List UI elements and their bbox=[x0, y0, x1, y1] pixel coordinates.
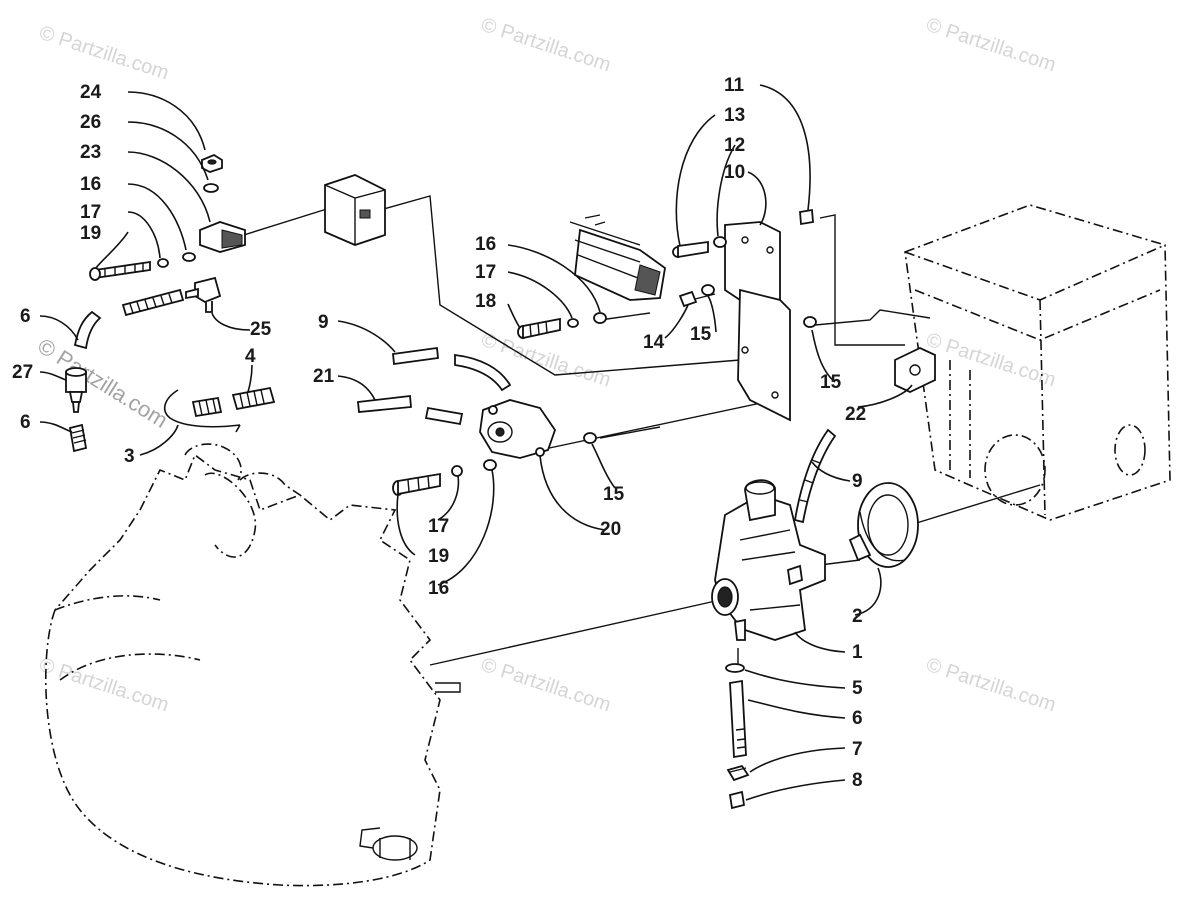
callout-7: 7 bbox=[852, 739, 863, 760]
callout-20: 20 bbox=[600, 519, 621, 540]
callout-labels: 24 26 23 16 17 19 6 25 27 4 6 3 9 21 16 … bbox=[12, 75, 866, 791]
callout-17: 17 bbox=[428, 516, 449, 537]
callout-9: 9 bbox=[318, 312, 329, 333]
callout-25: 25 bbox=[250, 319, 272, 340]
callout-5: 5 bbox=[852, 678, 863, 699]
callout-9: 9 bbox=[852, 471, 863, 492]
callout-19: 19 bbox=[428, 546, 449, 567]
callout-11: 11 bbox=[724, 75, 745, 96]
callout-22: 22 bbox=[845, 404, 866, 425]
callout-16: 16 bbox=[80, 174, 101, 195]
watermark: © Partzilla.com bbox=[478, 654, 613, 717]
callout-17: 17 bbox=[80, 202, 101, 223]
engine-outline bbox=[45, 443, 461, 887]
callout-1: 1 bbox=[852, 642, 863, 663]
callout-6: 6 bbox=[20, 306, 31, 327]
callout-15: 15 bbox=[820, 372, 842, 393]
watermark: © Partzilla.com bbox=[36, 654, 171, 717]
callout-26: 26 bbox=[80, 112, 101, 133]
callout-3: 3 bbox=[124, 446, 135, 467]
watermark: © Partzilla.com bbox=[478, 14, 613, 77]
callout-2: 2 bbox=[852, 606, 863, 627]
center-hardware bbox=[517, 312, 607, 340]
throttle-cable-housing bbox=[569, 214, 666, 301]
callout-27: 27 bbox=[12, 362, 33, 383]
callout-15: 15 bbox=[603, 484, 625, 505]
callout-19: 19 bbox=[80, 223, 101, 244]
callout-23: 23 bbox=[80, 142, 101, 163]
decal bbox=[894, 347, 936, 393]
bracket-bushings bbox=[678, 284, 715, 308]
fuel-lines-and-pump bbox=[357, 346, 597, 496]
carb-adapter bbox=[848, 482, 919, 568]
callout-4: 4 bbox=[245, 346, 256, 367]
callout-24: 24 bbox=[80, 82, 102, 103]
callout-13: 13 bbox=[724, 105, 745, 126]
watermark-overlay: © Partzilla.com bbox=[33, 333, 172, 433]
callout-12: 12 bbox=[724, 135, 745, 156]
primer-assembly bbox=[65, 367, 88, 453]
choke-plunger-assembly bbox=[73, 153, 246, 350]
watermark: © Partzilla.com bbox=[36, 22, 171, 85]
callout-18: 18 bbox=[475, 291, 496, 312]
callout-8: 8 bbox=[852, 770, 863, 791]
carburetor bbox=[711, 428, 837, 641]
callout-16: 16 bbox=[428, 578, 449, 599]
watermark: © Partzilla.com bbox=[923, 329, 1058, 392]
watermark: © Partzilla.com bbox=[923, 654, 1058, 717]
mounting-bracket bbox=[672, 208, 817, 422]
throttle-springs bbox=[163, 386, 276, 433]
alignment-lines bbox=[214, 195, 1041, 670]
callout-6: 6 bbox=[20, 412, 31, 433]
callout-leaders bbox=[39, 84, 913, 801]
callout-10: 10 bbox=[724, 162, 745, 183]
callout-15: 15 bbox=[690, 324, 712, 345]
callout-14: 14 bbox=[643, 332, 665, 353]
watermark: © Partzilla.com bbox=[923, 14, 1058, 77]
air-silencer-outline bbox=[904, 204, 1171, 521]
junction-block bbox=[324, 174, 386, 246]
callout-16: 16 bbox=[475, 234, 496, 255]
callout-21: 21 bbox=[313, 366, 335, 387]
callout-17: 17 bbox=[475, 262, 496, 283]
callout-6: 6 bbox=[852, 708, 863, 729]
drain-hardware bbox=[725, 663, 750, 810]
